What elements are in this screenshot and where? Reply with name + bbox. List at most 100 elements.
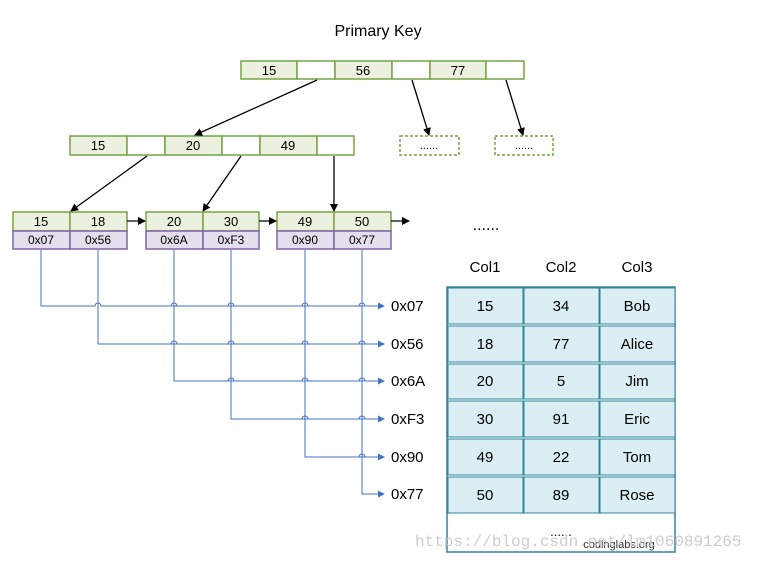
table-cell [599,363,676,400]
leaf-pointer-label: 0x07 [28,233,54,247]
address-label: 0x6A [391,373,425,390]
table-cell-text: 15 [477,298,494,315]
table-footer-ellipsis: ...... [550,524,572,539]
table-cell [447,438,524,476]
table-cell-text: 34 [553,298,570,315]
root-node: 15 56 77 [240,60,525,80]
table-cell [447,400,524,438]
line-crossing-hop [358,453,366,458]
table-cell-text: 22 [553,449,570,466]
leaf-pointer-cell [69,230,128,250]
line-crossing-hop [170,340,366,345]
table-cell-text: 5 [557,373,565,390]
leaf-key-label: 50 [355,214,369,229]
internal-key-label: 15 [91,138,105,153]
pointer-link-line [361,250,385,498]
table-cell [599,438,676,476]
table-cell [523,476,600,514]
table-cell [599,476,676,514]
line-crossing-hop [227,377,366,382]
table-cell-text: 49 [477,449,494,466]
table-cell [599,287,676,325]
leaf-pointer-label: 0x56 [85,233,111,247]
table-cell-text: Bob [624,298,651,315]
tree-arrow [194,79,318,136]
leaf-pointer-label: 0xF3 [218,233,245,247]
table-cell [523,325,600,363]
table-header: Col1 [470,259,501,276]
table-cell-text: Alice [621,336,654,353]
leaf-key-label: 20 [167,214,181,229]
line-crossing-hop [170,302,366,307]
table-cell [599,400,676,438]
table-cell-text: 77 [553,336,570,353]
leaf-continuation-ellipsis: ...... [473,217,500,234]
leaf-node: 49 50 0x90 0x77 [276,211,392,250]
table-cell [599,325,676,363]
root-pointer-cell [296,60,336,80]
address-label: 0x56 [391,336,424,353]
data-table: 15 34 Bob 18 77 Alice 20 5 Jim 30 91 Eri… [446,286,676,553]
root-key-label: 77 [451,63,465,78]
table-cell [523,287,600,325]
table-cell [523,363,600,400]
table-cell [447,325,524,363]
tree-arrow [411,79,431,136]
leaf-key-label: 49 [298,214,312,229]
diagram-title: Primary Key [334,23,421,40]
table-cell-text: Jim [625,373,648,390]
tree-arrow [505,79,525,136]
table-header: Col3 [622,259,653,276]
line-crossing-hop [301,415,366,420]
leaf-node: 20 30 0x6A 0xF3 [145,211,260,250]
pointer-link-line [230,250,385,423]
pointer-links [40,250,385,498]
address-label: 0x07 [391,298,424,315]
credit-text: codinglabs.org [583,539,655,551]
root-pointer-cell [391,60,431,80]
table-cell-text: 20 [477,373,494,390]
table-cell-text: 30 [477,411,494,428]
pointer-link-line [97,250,385,348]
internal-key-label: 49 [281,138,295,153]
table-header: Col2 [546,259,577,276]
internal-pointer-cell [126,135,166,156]
table-cell-text: 91 [553,411,570,428]
table-cell-text: 50 [477,487,494,504]
leaf-key-label: 30 [224,214,238,229]
placeholder-label: ...... [515,140,533,152]
watermark: https://blog.csdn.net/lm1060891265 [415,533,741,551]
pointer-link-line [304,250,385,461]
table-cell [447,363,524,400]
leaf-pointer-label: 0x6A [160,233,187,247]
table-cell-text: Tom [623,449,651,466]
leaf-key-label: 18 [91,214,105,229]
pointer-link-line [40,250,385,310]
address-label: 0xF3 [391,411,424,428]
tree-arrow [202,155,242,212]
root-key-label: 56 [356,63,370,78]
internal-pointer-cell [221,135,261,156]
table-cell-text: 89 [553,487,570,504]
leaf-pointer-label: 0x90 [292,233,318,247]
placeholder-label: ...... [420,140,438,152]
address-label: 0x90 [391,449,424,466]
table-cell [447,476,524,514]
internal-node: 15 20 49 [69,135,355,156]
tree-arrow [70,155,148,212]
pointer-link-line [173,250,385,385]
internal-pointer-cell [316,135,355,156]
leaf-node: 15 18 0x07 0x56 [12,211,128,250]
leaf-pointer-label: 0x77 [349,233,375,247]
internal-key-label: 20 [186,138,200,153]
placeholder-node [494,135,554,156]
table-cell [523,438,600,476]
table-cell-text: 18 [477,336,494,353]
table-cell-text: Rose [619,487,654,504]
table-cell-text: Eric [624,411,650,428]
root-pointer-cell [485,60,525,80]
table-cell [447,287,524,325]
leaf-key-label: 15 [34,214,48,229]
address-label: 0x77 [391,486,424,503]
